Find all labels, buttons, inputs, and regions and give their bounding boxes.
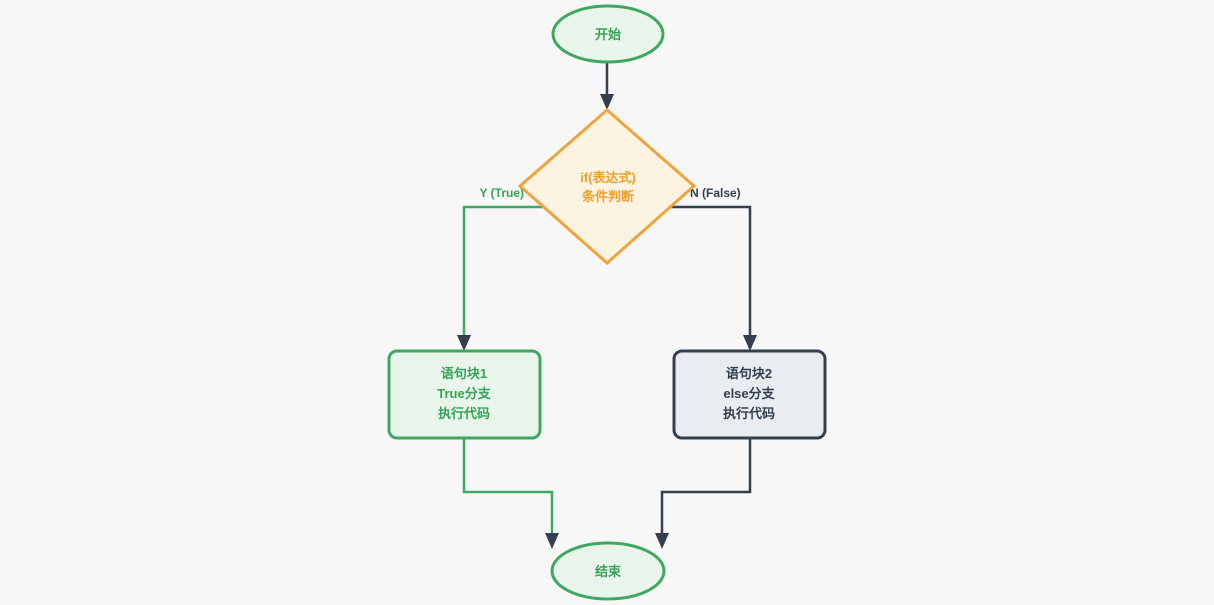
start-node-label: 开始 <box>595 27 621 42</box>
edge-else-block-to-end-arrowhead-icon <box>655 533 669 549</box>
else-block-node <box>672 349 827 440</box>
true-block-label-line3: 执行代码 <box>438 406 490 421</box>
end-node <box>550 541 666 601</box>
edge-true-block-to-end-arrowhead-icon <box>545 533 559 549</box>
true-block-node <box>387 349 542 440</box>
decision-node <box>517 108 697 266</box>
else-block-label-line3: 执行代码 <box>723 406 775 421</box>
edge-true-branch <box>462 205 546 338</box>
edge-true-block-to-end <box>462 438 554 536</box>
edge-start-to-decision-arrowhead-icon <box>600 94 614 110</box>
decision-node-label-line1: if(表达式) <box>580 170 636 185</box>
decision-node-label-line2: 条件判断 <box>582 189 634 204</box>
end-node-label: 结束 <box>595 564 622 579</box>
start-node <box>551 4 665 64</box>
edge-true-branch-arrowhead-icon <box>457 335 471 351</box>
true-block-label-line1: 语句块1 <box>441 366 487 381</box>
edge-else-block-to-end <box>660 438 752 536</box>
else-block-label-line1: 语句块2 <box>726 366 772 381</box>
edge-false-branch-arrowhead-icon <box>743 335 757 351</box>
true-block-label-line2: True分支 <box>437 386 491 401</box>
else-block-label-line2: else分支 <box>723 386 775 401</box>
edge-false-branch <box>663 205 752 338</box>
true-branch-label: Y (True) <box>480 186 524 200</box>
false-branch-label: N (False) <box>690 186 741 200</box>
